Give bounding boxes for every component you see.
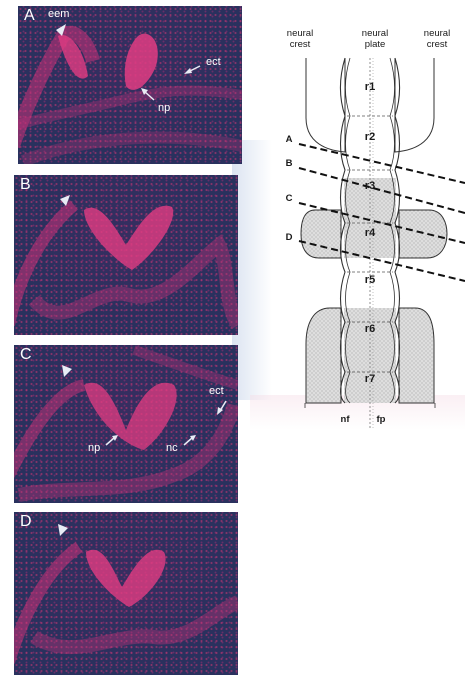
panel-letter: A bbox=[24, 7, 35, 24]
panel-letter: B bbox=[20, 176, 31, 193]
tissue-stain bbox=[14, 200, 238, 330]
label-ect: ect bbox=[209, 385, 224, 397]
tissue-stain bbox=[14, 542, 238, 664]
label-nc: nc bbox=[166, 442, 178, 454]
label-nf: nf bbox=[340, 414, 350, 425]
rhombomere-r6: r6 bbox=[364, 323, 376, 335]
label-ect: ect bbox=[206, 56, 221, 68]
section-label-c: C bbox=[285, 193, 293, 204]
rhombomere-r3: r3 bbox=[364, 180, 376, 192]
label-np: np bbox=[88, 442, 101, 454]
rhombomere-r5: r5 bbox=[364, 274, 376, 286]
section-label-b: B bbox=[285, 158, 293, 169]
section-line-b bbox=[298, 167, 465, 214]
label-np: np bbox=[158, 102, 171, 114]
arrowhead-icon bbox=[60, 195, 70, 206]
micrograph-panel-a: A eem ect np bbox=[18, 6, 242, 164]
section-lines bbox=[298, 143, 465, 282]
micrograph-panel-b: B bbox=[14, 175, 238, 335]
arrows bbox=[60, 195, 70, 206]
section-label-d: D bbox=[285, 232, 293, 243]
arrows bbox=[58, 524, 68, 536]
micrograph-panel-d: D bbox=[14, 512, 238, 675]
r6-crest-left bbox=[305, 307, 342, 404]
panel-letter: C bbox=[20, 346, 32, 363]
rhombomere-r2: r2 bbox=[364, 131, 376, 143]
section-line-c bbox=[298, 202, 465, 244]
rhombomere-r1: r1 bbox=[364, 81, 376, 93]
section-label-a: A bbox=[285, 134, 293, 145]
micrograph-panel-c: C ect np nc bbox=[14, 345, 238, 503]
r6-crest-right bbox=[398, 307, 435, 404]
label-fp: fp bbox=[376, 414, 386, 425]
r4-crest-right bbox=[398, 209, 448, 259]
arrowhead-icon bbox=[58, 524, 68, 536]
section-line-a bbox=[298, 143, 465, 184]
scan-tint bbox=[232, 140, 272, 400]
tissue-stain bbox=[14, 345, 238, 502]
panel-letter: D bbox=[20, 513, 32, 530]
arrowhead-icon bbox=[56, 24, 66, 36]
section-line-d bbox=[298, 240, 465, 282]
arrow-icon bbox=[105, 437, 115, 446]
arrows bbox=[62, 365, 227, 446]
arrow-icon bbox=[183, 437, 193, 446]
diagram-drawing bbox=[298, 57, 465, 428]
label-eem: eem bbox=[48, 8, 70, 20]
arrows bbox=[56, 24, 201, 101]
tissue-stain bbox=[18, 25, 242, 164]
rhombomere-r7: r7 bbox=[364, 373, 376, 385]
arrowhead-icon bbox=[62, 365, 72, 377]
rhombomere-r4: r4 bbox=[364, 227, 376, 239]
r4-crest-left bbox=[300, 209, 342, 259]
